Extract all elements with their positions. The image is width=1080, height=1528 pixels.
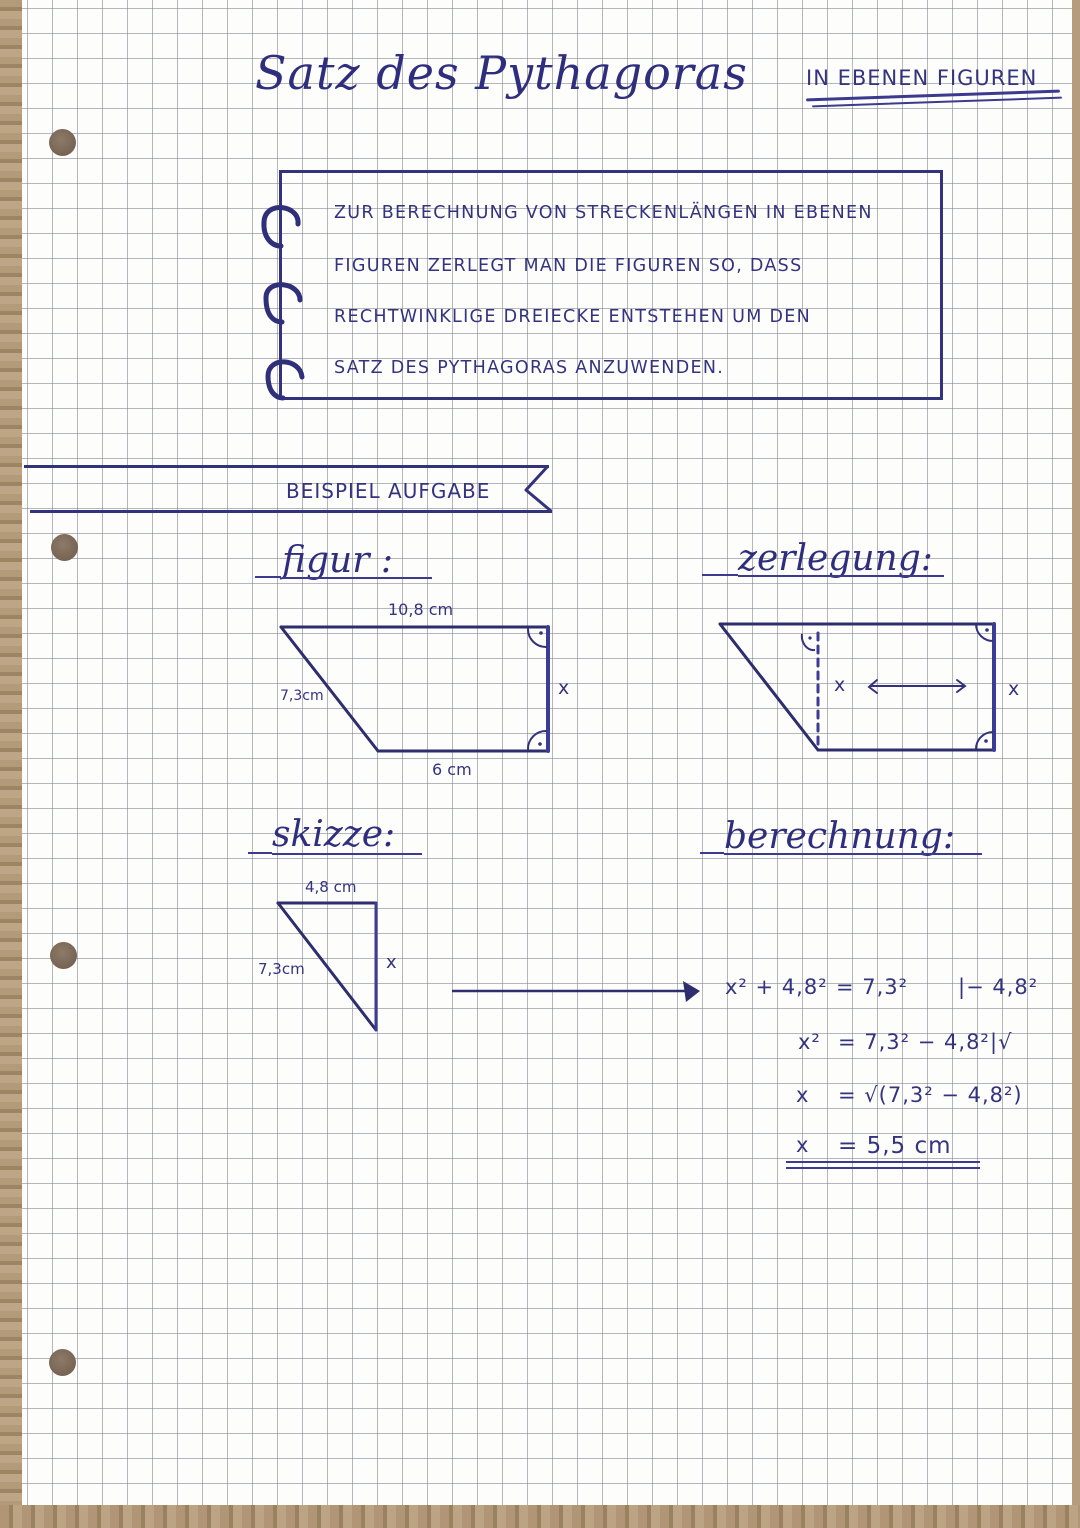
zerlegung-outer-x: x [1008,678,1020,700]
ring-icon [265,359,305,401]
banner-top-line [24,465,549,468]
equation-result: = 5,5 cm [838,1133,952,1159]
heading-dash [255,576,281,578]
equation-step-2-operation: |√ [990,1030,1013,1054]
heading-underline [724,853,982,855]
desk-surface-right [1072,0,1080,1528]
punch-hole [51,534,78,561]
figur-top-length: 10,8 cm [388,600,454,619]
sketch-hypotenuse-length: 7,3cm [258,960,305,978]
equation-step-2-rhs: = 7,3² − 4,8² [838,1030,990,1054]
equation-step-4-lhs: x [796,1133,810,1157]
equation-step-3-lhs: x [796,1083,810,1107]
definition-line: ZUR BERECHNUNG VON STRECKENLÄNGEN IN EBE… [334,203,873,223]
heading-dash [702,574,738,576]
definition-line: FIGUREN ZERLEGT MAN DIE FIGUREN SO, DASS [334,256,803,276]
equation-step-1-operation: |− 4,8² [958,975,1039,999]
definition-line: SATZ DES PYTHAGORAS ANZUWENDEN. [334,358,725,378]
example-banner-label: BEISPIEL AUFGABE [286,479,491,503]
sketch-top-length: 4,8 cm [305,878,357,896]
desk-surface-left [0,0,22,1528]
banner-bottom-line [30,510,552,513]
figur-bottom-length: 6 cm [432,760,472,779]
desk-surface-bottom [0,1505,1080,1528]
punch-hole [50,942,77,969]
equation-step-1-lhs: x² + 4,8² [725,975,828,999]
berechnung-heading: berechnung: [724,816,955,857]
heading-dash [248,852,272,854]
figur-unknown-x: x [558,677,570,699]
equation-step-1-rhs: = 7,3² [836,975,909,999]
result-double-underline [786,1167,980,1169]
zerlegung-inner-x: x [834,674,846,696]
ring-icon [263,282,303,325]
figur-heading: figur : [282,540,394,581]
page-subtitle: IN EBENEN FIGUREN [806,66,1038,90]
page-title: Satz des Pythagoras [255,46,748,100]
skizze-heading: skizze: [272,814,396,855]
punch-hole [49,1349,76,1376]
heading-underline [272,853,422,855]
definition-line: RECHTWINKLIGE DREIECKE ENTSTEHEN UM DEN [334,307,811,327]
heading-dash [700,852,724,854]
result-underline [786,1161,980,1163]
sketch-unknown-x: x [386,952,397,973]
punch-hole [49,129,76,156]
heading-underline [282,577,432,579]
figur-slant-length: 7,3cm [280,688,324,704]
zerlegung-heading: zerlegung: [738,538,933,579]
notebook-ring-spine [279,195,282,395]
ring-icon [261,205,301,249]
equation-step-3-rhs: = √(7,3² − 4,8²) [838,1083,1023,1107]
heading-underline [738,575,944,577]
equation-step-2-lhs: x² [798,1030,821,1054]
